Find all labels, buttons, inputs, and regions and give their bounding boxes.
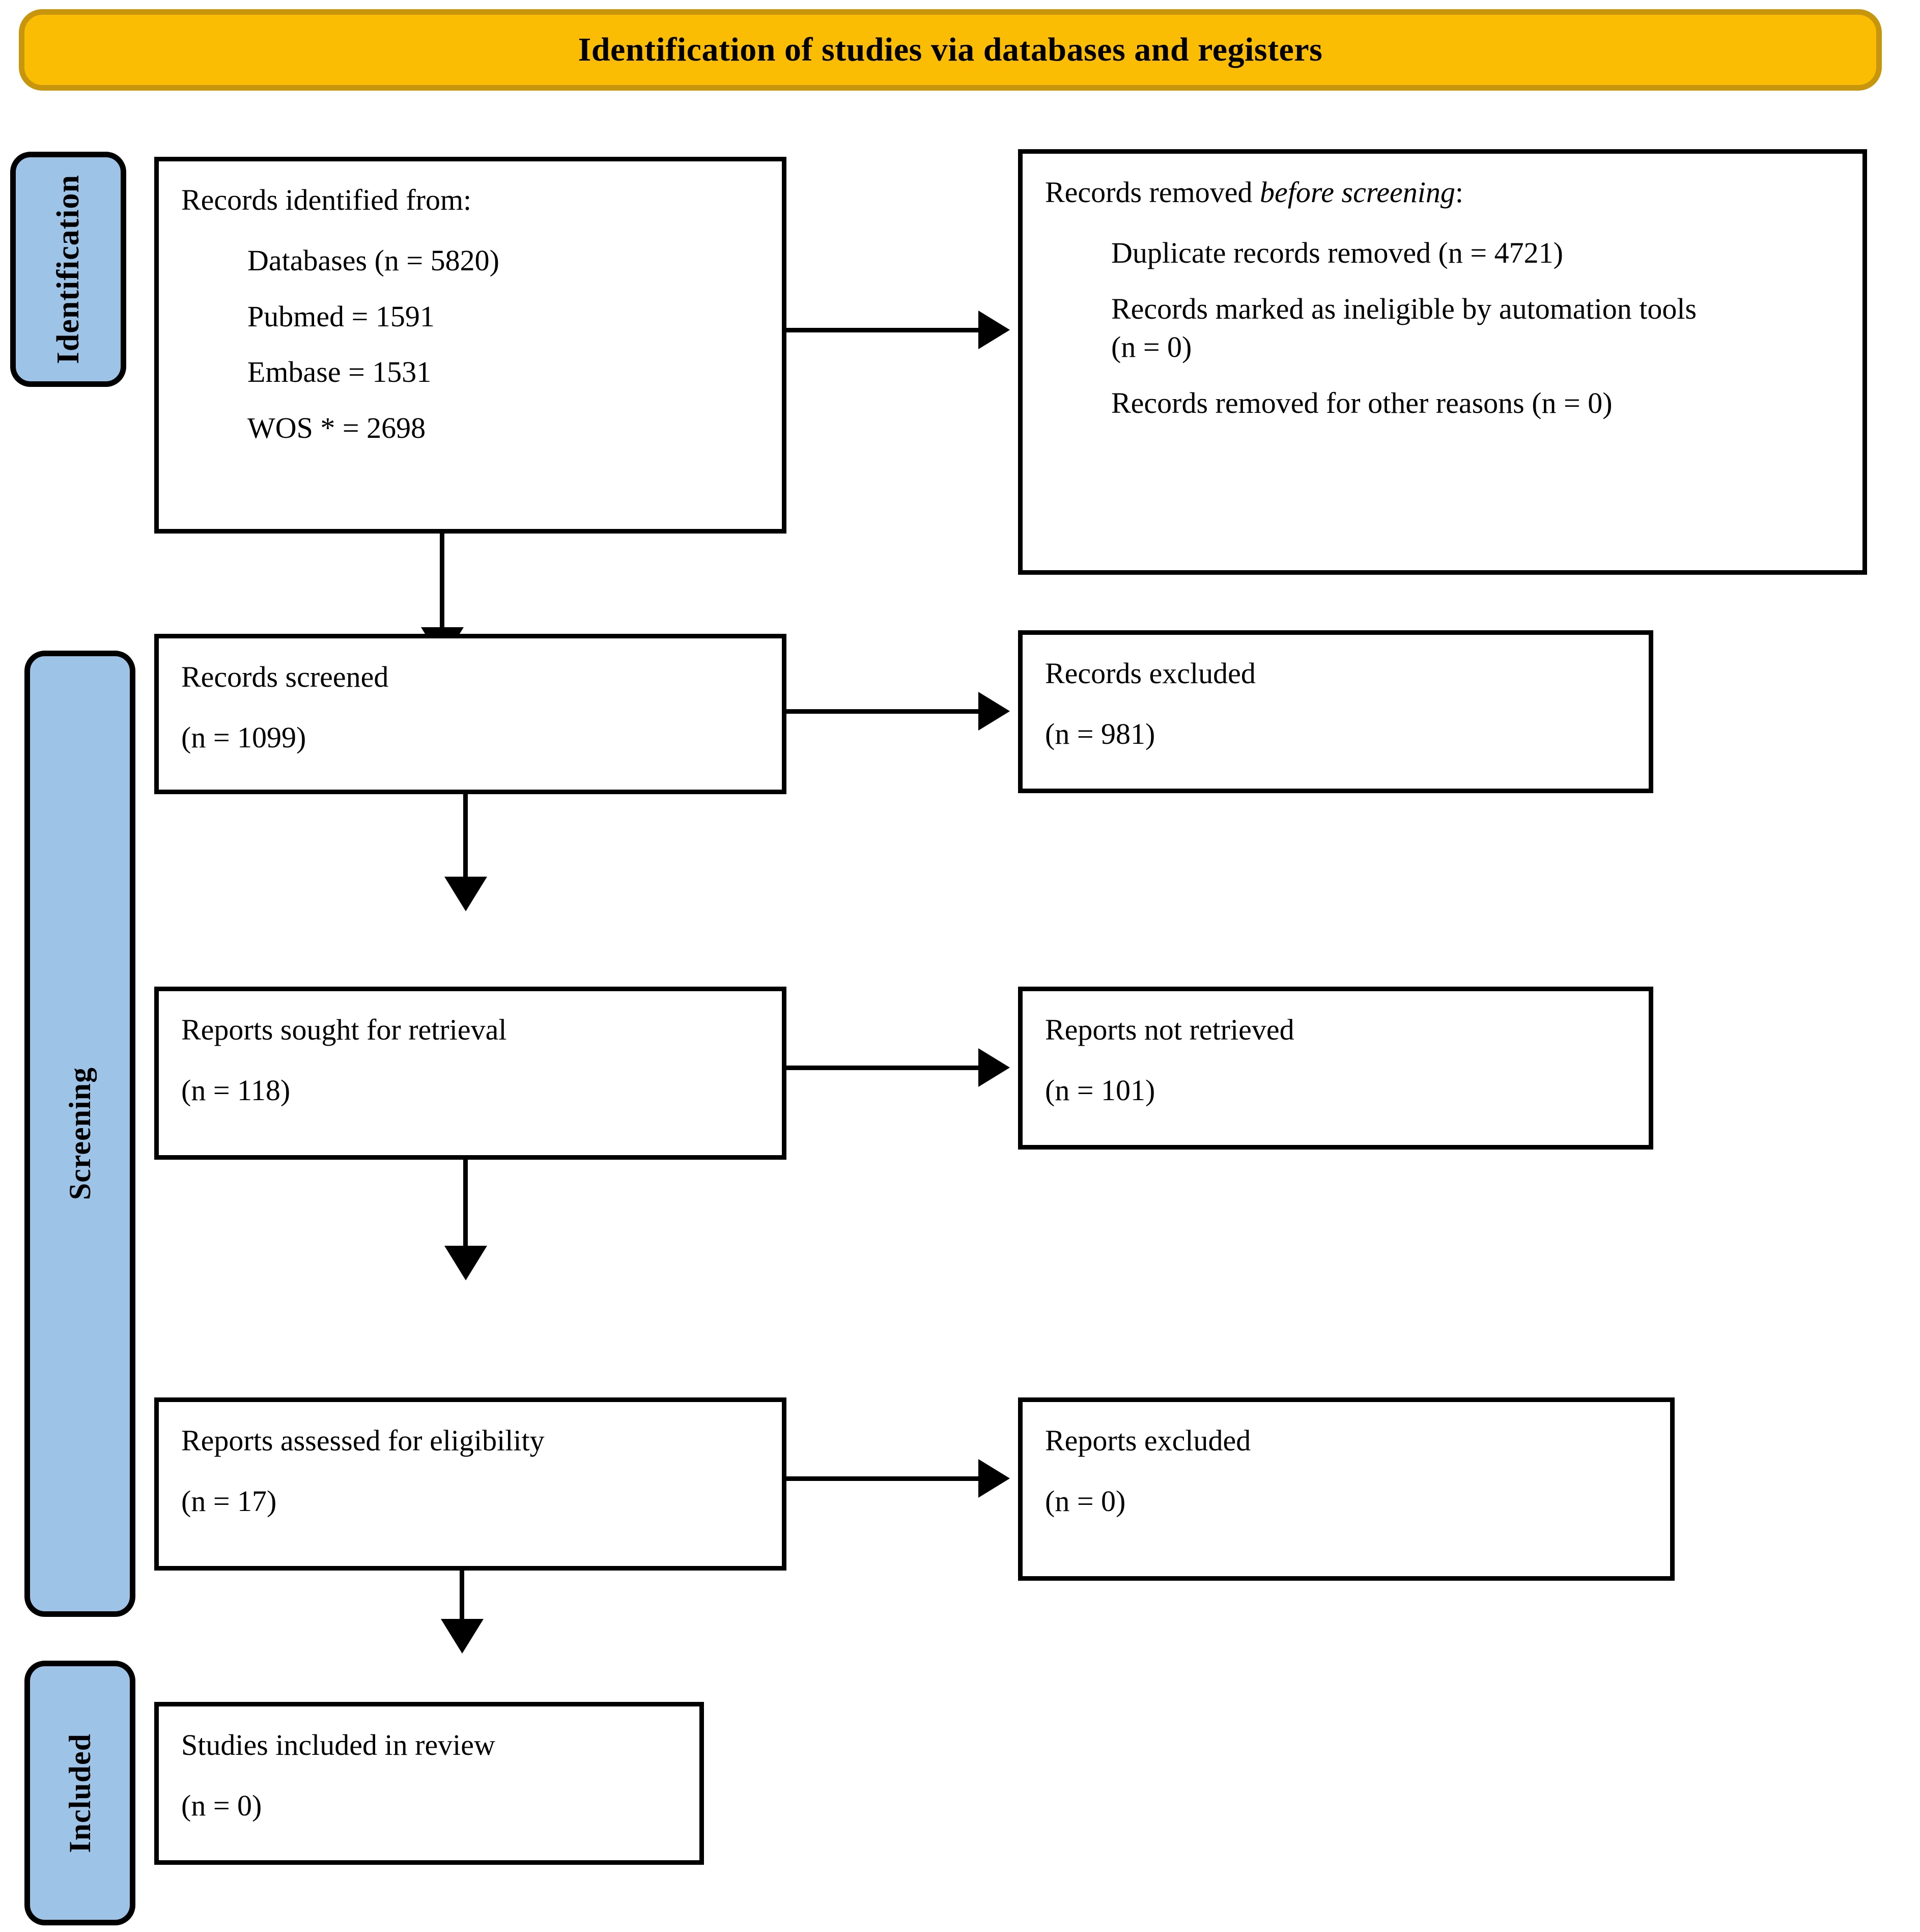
records-removed-automation: Records marked as ineligible by automati… xyxy=(1111,292,1697,325)
records-excluded-count: (n = 981) xyxy=(1045,717,1155,751)
arrowhead-sought-to-assessed xyxy=(444,1246,487,1280)
arrowhead-sought-to-not-retrieved xyxy=(978,1048,1010,1087)
stage-tab-identification: Identification xyxy=(10,152,126,387)
records-removed-title: Records removed before screening: xyxy=(1045,173,1840,211)
records-removed-title-suffix: : xyxy=(1455,176,1463,209)
reports-assessed-count: (n = 17) xyxy=(181,1485,277,1518)
reports-sought-count: (n = 118) xyxy=(181,1074,291,1107)
diagram-header-banner: Identification of studies via databases … xyxy=(19,9,1882,91)
stage-tab-screening-label: Screening xyxy=(63,1067,97,1200)
reports-not-retrieved-count: (n = 101) xyxy=(1045,1074,1155,1107)
box-records-excluded: Records excluded (n = 981) xyxy=(1018,630,1653,793)
connector-assessed-to-excluded xyxy=(786,1476,981,1481)
box-reports-sought: Reports sought for retrieval (n = 118) xyxy=(154,987,786,1160)
records-screened-count: (n = 1099) xyxy=(181,721,306,754)
records-removed-duplicates: Duplicate records removed (n = 4721) xyxy=(1111,236,1563,270)
reports-excluded-count: (n = 0) xyxy=(1045,1485,1126,1518)
records-identified-databases: Databases (n = 5820) xyxy=(247,244,499,277)
connector-identified-to-removed xyxy=(786,328,981,332)
records-identified-title: Records identified from: xyxy=(181,183,472,216)
box-records-screened: Records screened (n = 1099) xyxy=(154,634,786,794)
records-excluded-label: Records excluded xyxy=(1045,657,1256,690)
connector-assessed-to-included xyxy=(460,1571,464,1621)
reports-not-retrieved-label: Reports not retrieved xyxy=(1045,1013,1294,1046)
box-records-identified: Records identified from: Databases (n = … xyxy=(154,157,786,534)
box-reports-assessed: Reports assessed for eligibility (n = 17… xyxy=(154,1397,786,1571)
arrowhead-assessed-to-excluded xyxy=(978,1459,1010,1498)
records-removed-automation-count: (n = 0) xyxy=(1111,330,1192,364)
arrowhead-assessed-to-included xyxy=(441,1619,484,1654)
arrowhead-screened-to-sought xyxy=(444,877,487,911)
studies-included-label: Studies included in review xyxy=(181,1728,495,1761)
studies-included-count: (n = 0) xyxy=(181,1789,262,1823)
connector-sought-to-assessed xyxy=(463,1160,468,1249)
stage-tab-screening: Screening xyxy=(24,651,135,1617)
arrowhead-identified-to-removed xyxy=(978,311,1010,349)
records-removed-other: Records removed for other reasons (n = 0… xyxy=(1111,386,1613,419)
records-removed-title-prefix: Records removed xyxy=(1045,176,1260,209)
stage-tab-identification-label: Identification xyxy=(50,174,86,365)
stage-tab-included: Included xyxy=(24,1661,135,1925)
connector-screened-to-sought xyxy=(463,793,468,880)
connector-screened-to-excluded xyxy=(786,709,981,714)
box-records-removed-before-screening: Records removed before screening: Duplic… xyxy=(1018,149,1867,575)
reports-assessed-label: Reports assessed for eligibility xyxy=(181,1424,545,1457)
records-screened-label: Records screened xyxy=(181,660,389,693)
connector-identified-to-screened xyxy=(440,534,444,630)
records-identified-wos: WOS * = 2698 xyxy=(247,411,426,444)
records-identified-pubmed: Pubmed = 1591 xyxy=(247,299,435,333)
arrowhead-screened-to-excluded xyxy=(978,692,1010,731)
page-title: Identification of studies via databases … xyxy=(578,31,1323,68)
box-reports-excluded: Reports excluded (n = 0) xyxy=(1018,1397,1675,1581)
reports-sought-label: Reports sought for retrieval xyxy=(181,1013,507,1046)
box-reports-not-retrieved: Reports not retrieved (n = 101) xyxy=(1018,987,1653,1150)
records-removed-title-emphasis: before screening xyxy=(1259,176,1455,209)
reports-excluded-label: Reports excluded xyxy=(1045,1424,1251,1457)
stage-tab-included-label: Included xyxy=(63,1733,97,1853)
box-studies-included: Studies included in review (n = 0) xyxy=(154,1702,704,1865)
records-identified-embase: Embase = 1531 xyxy=(247,355,432,389)
connector-sought-to-not-retrieved xyxy=(786,1066,981,1070)
